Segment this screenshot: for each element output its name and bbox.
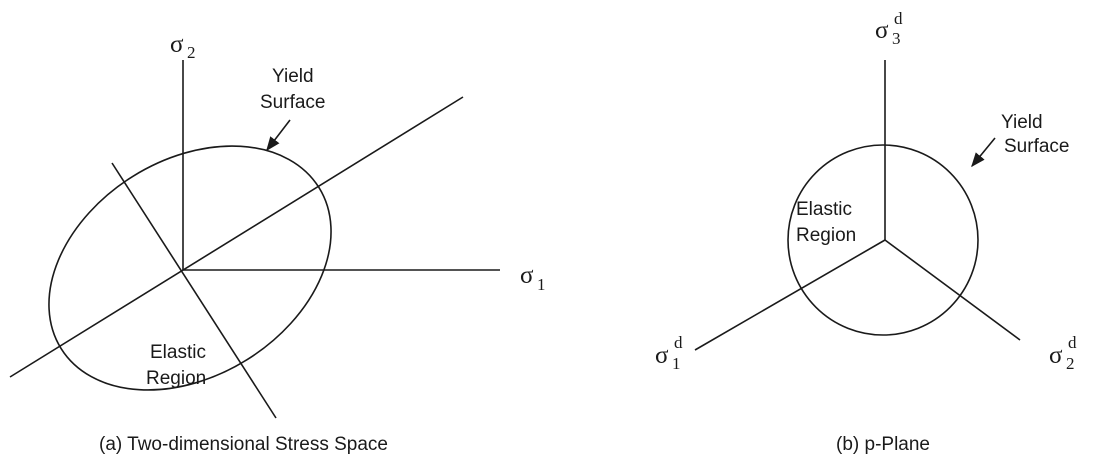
sigma1d-axis-label: σ 1 d [655,333,683,373]
sigma1-axis-label: σ 1 [520,262,546,294]
elastic-label-b-line1: Elastic [796,199,852,220]
elastic-label-b-line2: Region [796,225,856,246]
sigma2-symbol: σ [170,31,184,58]
yield-label-b-line1: Yield [1001,112,1043,133]
sigma2-axis-label: σ 2 [170,31,196,62]
yield-label-line1: Yield [272,66,314,87]
sigma2d-axis-label: σ 2 d [1049,333,1077,373]
yield-surface-ellipse [48,145,332,391]
panel-b-caption: (b) p-Plane [836,434,930,455]
sigma3d-superscript: d [894,9,903,28]
yield-surface-circle [787,144,979,336]
panel-a-caption: (a) Two-dimensional Stress Space [99,434,388,455]
sigma2-subscript: 2 [187,43,196,62]
hydrostatic-axis-line [9,96,464,378]
sigma1d-symbol: σ [655,342,669,369]
yield-label-line2: Surface [260,92,325,113]
yield-surface-arrow [266,119,291,152]
elastic-label-line1: Elastic [150,342,206,363]
panel-a-stress-space: Yield Surface Elastic Region σ 2 σ 1 (a)… [9,31,546,455]
sigma2d-axis [884,239,1021,341]
sigma2d-symbol: σ [1049,342,1063,369]
yield-surface-arrow-b [971,137,996,168]
sigma3d-symbol: σ [875,17,889,44]
sigma2d-superscript: d [1068,333,1077,352]
sigma3d-axis-label: σ 3 d [875,9,903,48]
sigma1-subscript: 1 [537,275,546,294]
deviatoric-line [111,162,277,419]
elastic-label-line2: Region [146,368,206,389]
sigma1d-subscript: 1 [672,354,681,373]
sigma1d-superscript: d [674,333,683,352]
yield-label-b-line2: Surface [1004,136,1069,157]
sigma1-symbol: σ [520,262,534,289]
panel-b-p-plane: Yield Surface Elastic Region σ 3 d σ 1 d… [655,9,1077,455]
sigma2d-subscript: 2 [1066,354,1075,373]
sigma1d-axis [694,239,886,351]
sigma3d-subscript: 3 [892,29,901,48]
